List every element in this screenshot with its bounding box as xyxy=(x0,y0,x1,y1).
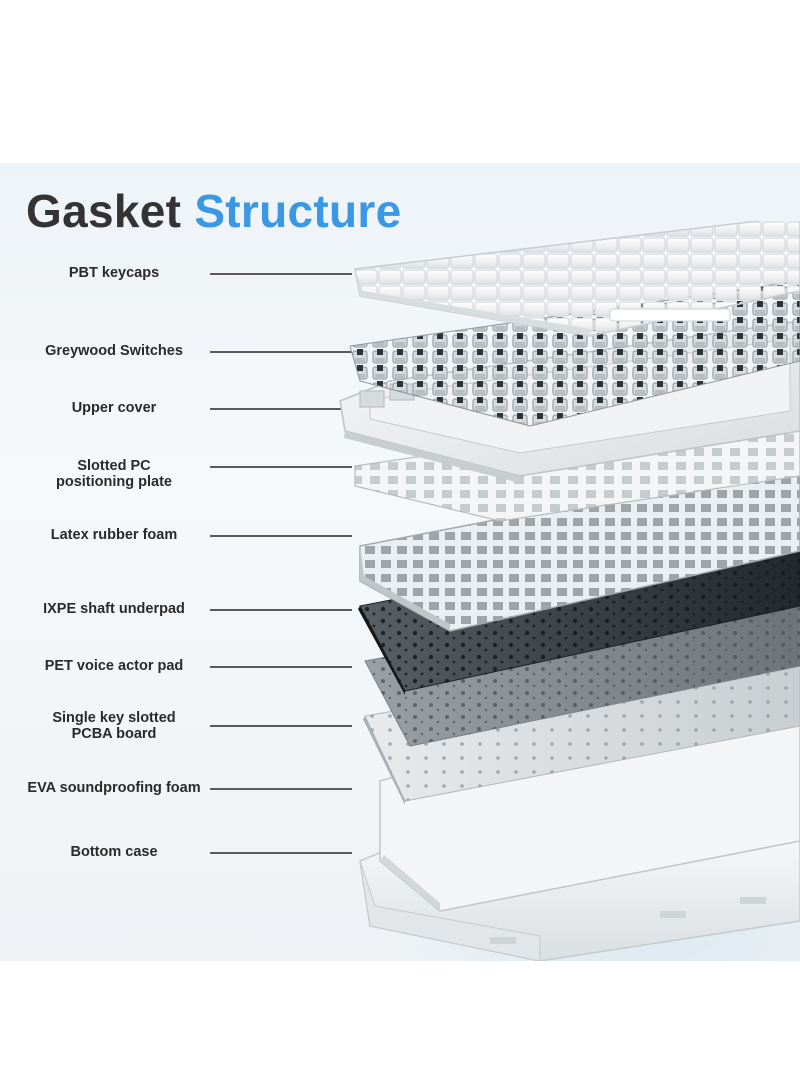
layer-pbt-keycaps xyxy=(354,221,800,337)
label-switches: Greywood Switches xyxy=(45,343,183,359)
leader-line-pbt-keycaps xyxy=(210,273,352,275)
label-bottom-case: Bottom case xyxy=(70,844,158,860)
leader-line-upper-cover xyxy=(210,408,352,410)
illustration-panel: Gasket Structure PBT keycaps Greywood Sw… xyxy=(0,163,800,961)
page-title: Gasket Structure xyxy=(26,184,402,238)
label-upper-cover: Upper cover xyxy=(71,400,157,416)
leader-line-latex-foam xyxy=(210,535,352,537)
leader-line-ixpe-pad xyxy=(210,609,352,611)
leader-line-pcba xyxy=(210,725,352,727)
leader-line-switches xyxy=(210,351,352,353)
label-pcba: Single key slotted PCBA board xyxy=(52,710,176,742)
label-ixpe-pad: IXPE shaft underpad xyxy=(43,601,185,617)
leader-line-bottom-case xyxy=(210,852,352,854)
leader-line-eva-foam xyxy=(210,788,352,790)
label-eva-foam: EVA soundproofing foam xyxy=(27,780,201,796)
label-latex-foam: Latex rubber foam xyxy=(50,527,178,543)
keyboard-exploded-view xyxy=(339,221,800,961)
title-word-gasket: Gasket xyxy=(26,185,182,237)
title-word-structure: Structure xyxy=(194,185,402,237)
leader-line-pc-plate xyxy=(210,466,352,468)
leader-line-pet-pad xyxy=(210,666,352,668)
label-pc-plate: Slotted PC positioning plate xyxy=(56,458,172,490)
label-pbt-keycaps: PBT keycaps xyxy=(68,265,160,281)
label-pet-pad: PET voice actor pad xyxy=(44,658,184,674)
